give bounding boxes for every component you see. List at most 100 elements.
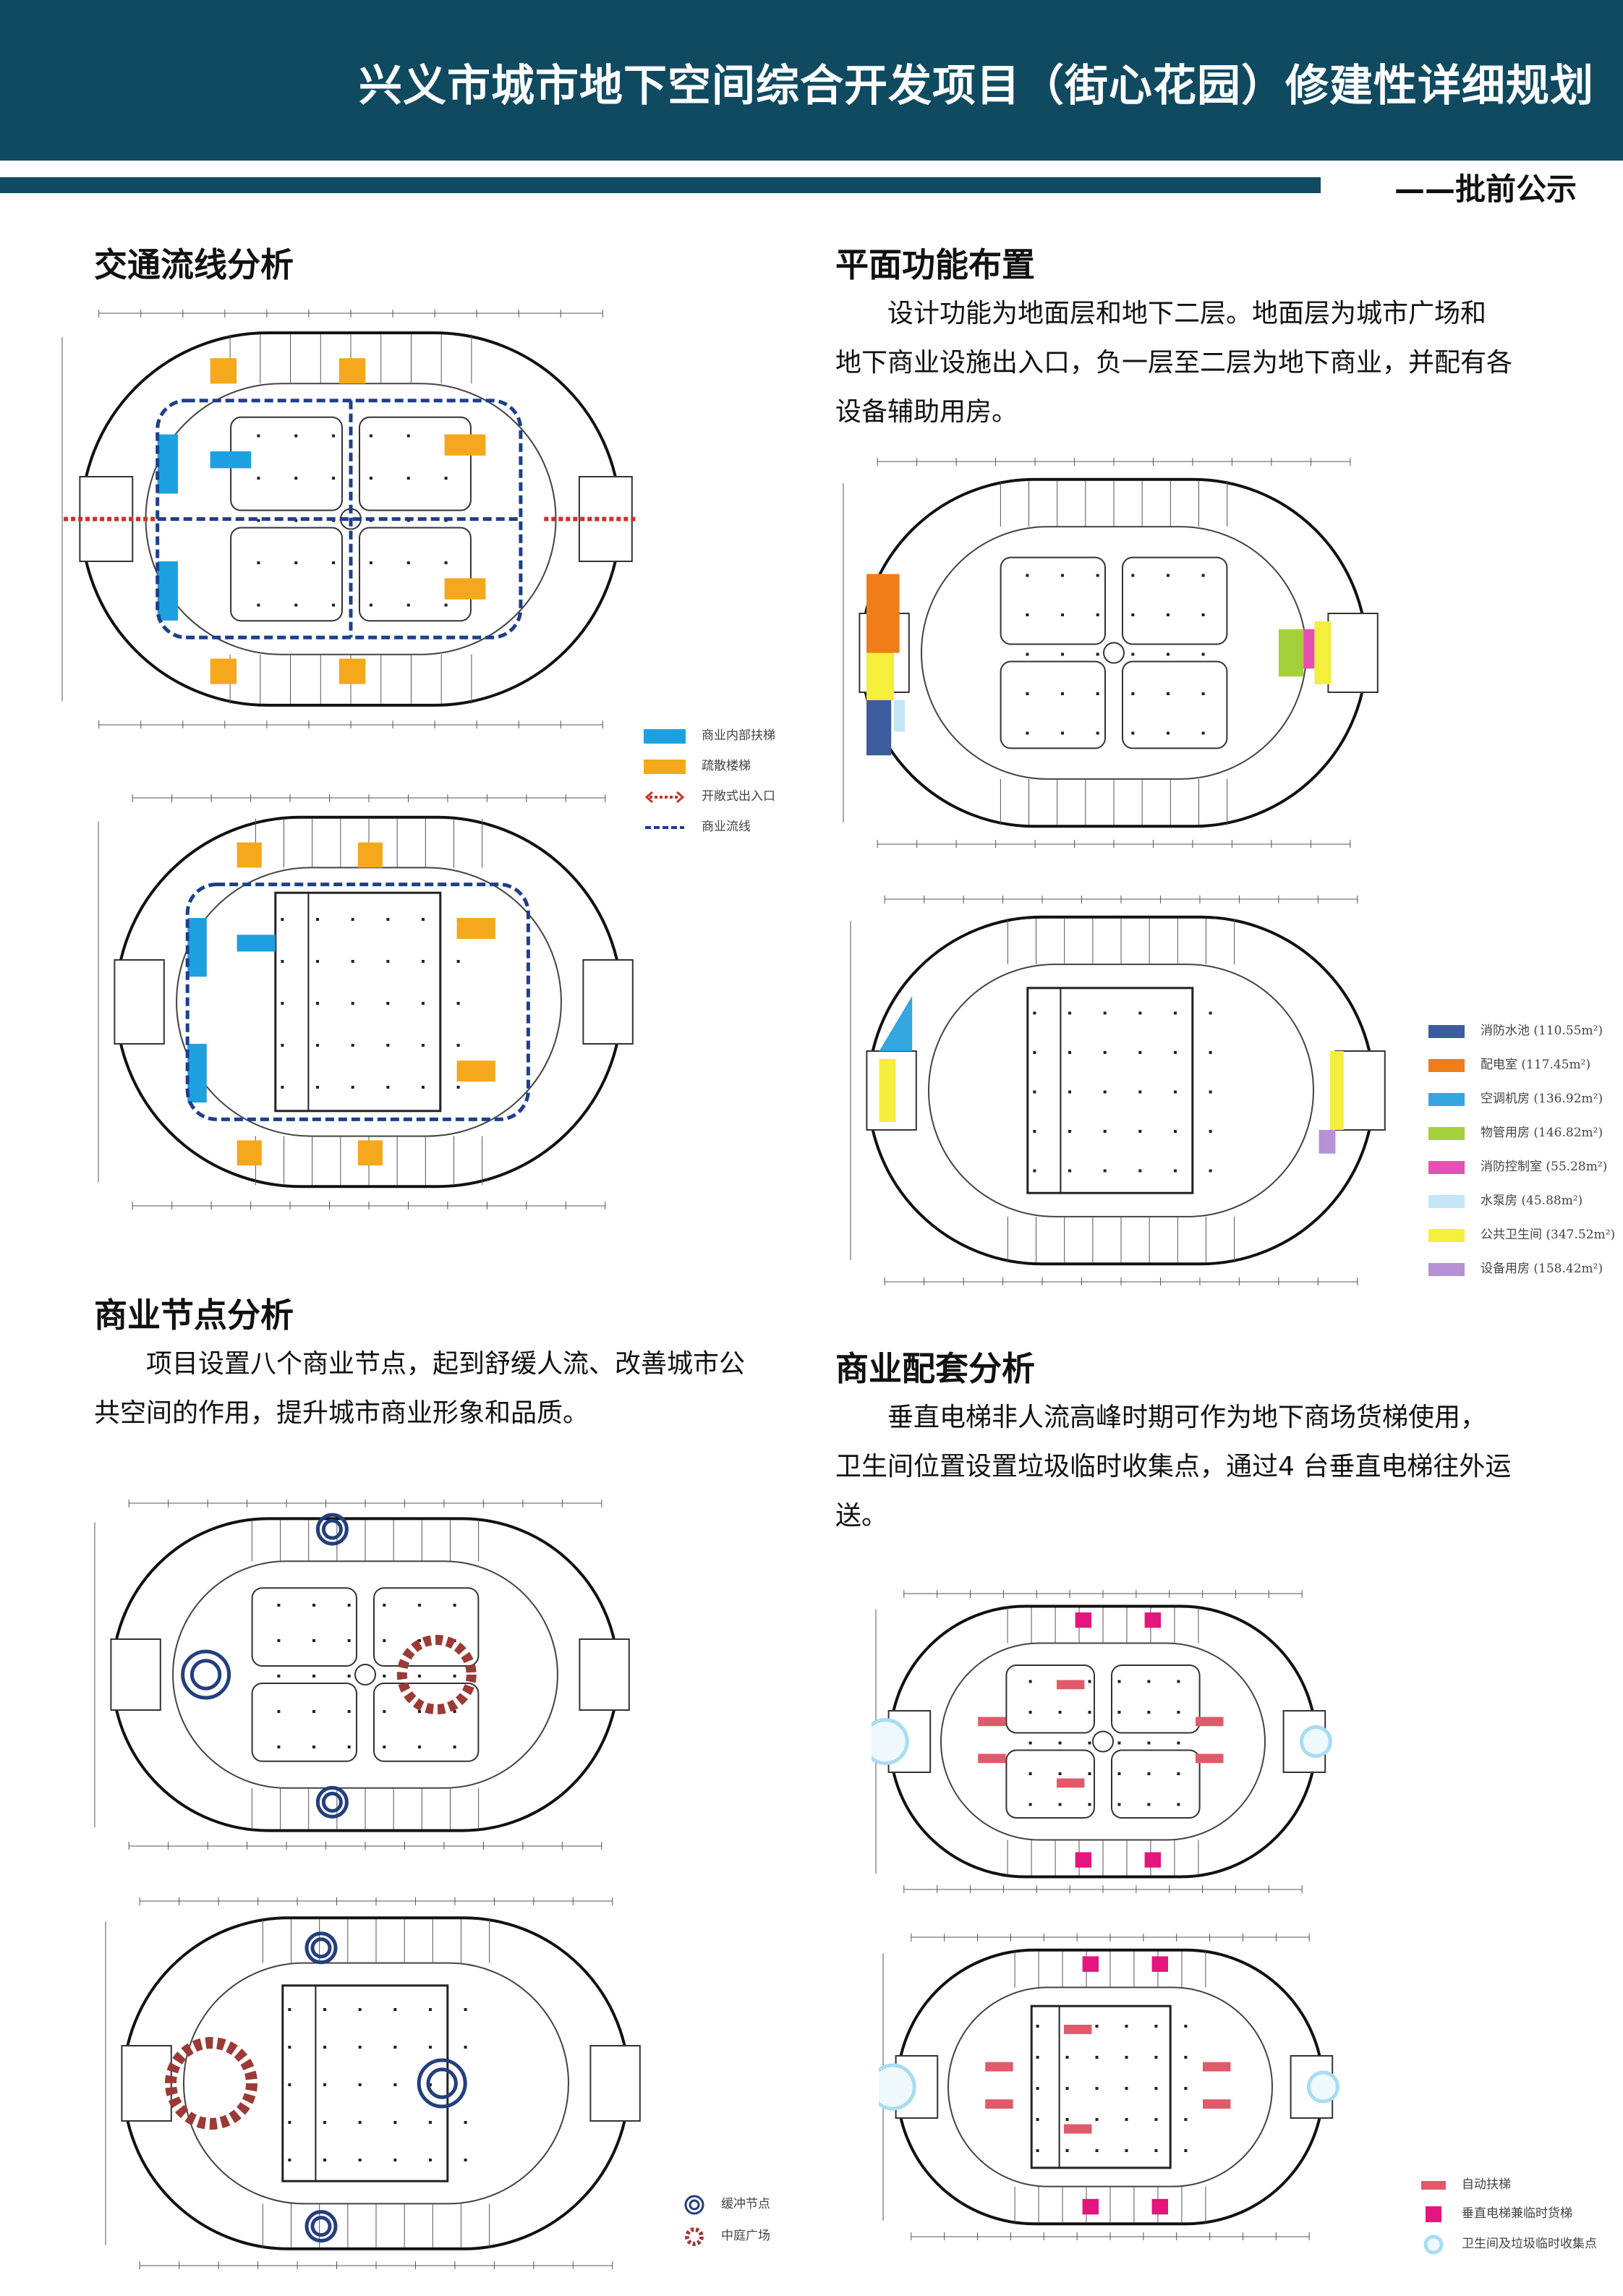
- escalator-red: [978, 1717, 1006, 1727]
- column: [1061, 574, 1065, 577]
- column: [1026, 652, 1029, 656]
- column: [1147, 1680, 1151, 1683]
- column: [358, 2159, 362, 2161]
- column: [1058, 1711, 1062, 1714]
- pump-room-swatch: [1428, 1194, 1465, 1208]
- escalator-block: [187, 918, 207, 977]
- column: [456, 1044, 460, 1047]
- column: [386, 1044, 390, 1047]
- fire-control-swatch: [1428, 1160, 1465, 1174]
- column: [347, 1639, 351, 1642]
- escalator-red: [1196, 1717, 1224, 1727]
- freight-elevator: [1151, 2198, 1168, 2215]
- escalator-red: [1057, 1778, 1085, 1788]
- column: [421, 1086, 425, 1089]
- evacuation-stair: [444, 578, 486, 600]
- column: [417, 1639, 421, 1642]
- evacuation-stair: [338, 658, 366, 684]
- column: [1125, 2025, 1128, 2028]
- column: [1131, 692, 1135, 695]
- column: [281, 1044, 284, 1047]
- nodes-text: 项目设置八个商业节点，起到舒缓人流、改善城市公 共空间的作用，提升城市商业形象和…: [94, 1349, 746, 1428]
- column: [1166, 652, 1170, 656]
- column: [1033, 1051, 1036, 1054]
- column: [1209, 1011, 1212, 1015]
- column: [1065, 2056, 1069, 2059]
- column: [428, 2083, 432, 2086]
- column: [351, 1086, 354, 1089]
- shop-block: [359, 527, 472, 622]
- column: [464, 2159, 467, 2161]
- column: [1088, 1803, 1091, 1806]
- management-swatch: [1428, 1126, 1465, 1140]
- dashed-line-icon: [645, 825, 684, 829]
- legend-item-toilet: 公共卫生间 (347.52m²): [1428, 1224, 1615, 1242]
- column: [1125, 2118, 1128, 2121]
- column: [288, 2046, 291, 2049]
- shop-block: [1111, 1664, 1201, 1734]
- column: [1173, 1011, 1177, 1015]
- column: [1096, 652, 1099, 656]
- evacuation-stair: [456, 1060, 495, 1082]
- column: [417, 1746, 421, 1748]
- evacuation-stair: [237, 1140, 262, 1166]
- supermarket-strip: [1026, 987, 1062, 1194]
- column: [417, 1675, 421, 1678]
- orange-bar-icon: [644, 759, 686, 774]
- column: [1036, 2056, 1039, 2059]
- column: [428, 2046, 432, 2049]
- page-title: 兴义市城市地下空间综合开发项目（街心花园）修建性详细规划: [359, 61, 1594, 111]
- buffer-node: [315, 1785, 349, 1819]
- column: [1061, 731, 1065, 735]
- supermarket-strip: [281, 1984, 317, 2182]
- freight-elevator: [1082, 2198, 1099, 2215]
- column: [1147, 1711, 1151, 1714]
- freight-elevator: [1144, 1852, 1161, 1868]
- legend-item-entrance: 开敞式出入口: [644, 786, 775, 804]
- nodes-legend: 缓冲节点 中庭广场: [683, 2193, 821, 2251]
- column: [1131, 731, 1135, 735]
- column: [1096, 692, 1099, 695]
- column: [323, 2008, 327, 2011]
- column: [1026, 613, 1029, 616]
- column: [316, 918, 320, 921]
- column: [1173, 1130, 1177, 1133]
- escalator-red: [1203, 2062, 1231, 2072]
- column: [1147, 1741, 1151, 1745]
- column: [281, 1002, 284, 1005]
- east-exit: [1334, 1050, 1386, 1131]
- column: [1095, 2025, 1099, 2028]
- column: [1184, 2025, 1188, 2028]
- center-node: [354, 1664, 376, 1685]
- column: [1166, 613, 1170, 616]
- column: [1184, 2118, 1188, 2121]
- nodes-heading: 商业节点分析: [94, 1296, 294, 1335]
- west-exit: [121, 2045, 172, 2122]
- equipment-swatch: [1428, 1262, 1465, 1276]
- column: [1028, 1711, 1032, 1714]
- toilet: [1314, 621, 1332, 685]
- column: [1177, 1680, 1180, 1683]
- column: [1138, 1090, 1142, 1094]
- column: [1125, 2087, 1128, 2090]
- shop-block: [251, 1587, 357, 1667]
- atrium-plaza: [165, 2037, 257, 2130]
- buffer-node-icon: [684, 2195, 704, 2214]
- column: [1177, 1803, 1180, 1806]
- column: [406, 603, 410, 607]
- corridor-line: [947, 1986, 1273, 2187]
- column: [1154, 2118, 1158, 2121]
- column: [1026, 574, 1029, 577]
- legend-item-buffer-node: 缓冲节点: [683, 2193, 770, 2216]
- traffic-heading: 交通流线分析: [94, 245, 294, 284]
- column: [464, 2121, 467, 2124]
- legend-item-collection: 卫生间及垃圾临时收集点: [1421, 2233, 1597, 2255]
- column: [316, 960, 320, 963]
- shop-block: [251, 1683, 357, 1762]
- column: [421, 1044, 425, 1047]
- column: [1036, 2087, 1039, 2090]
- elevator-icon: [1426, 2206, 1441, 2222]
- column: [1096, 574, 1099, 577]
- column: [1209, 1051, 1212, 1054]
- column: [277, 1639, 281, 1642]
